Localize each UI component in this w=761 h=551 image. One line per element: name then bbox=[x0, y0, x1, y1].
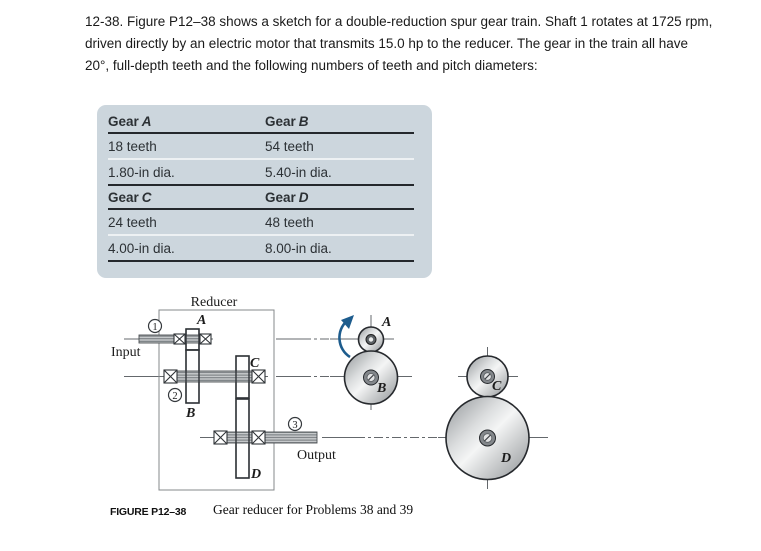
gear-c-front-label: C bbox=[492, 379, 502, 394]
table-cell: 54 teeth bbox=[265, 138, 314, 154]
problem-line-2: driven directly by an electric motor tha… bbox=[85, 36, 689, 51]
gear-c-outline bbox=[235, 355, 250, 399]
gear-d-side-label: D bbox=[250, 467, 261, 482]
output-shaft-bar bbox=[214, 431, 318, 444]
gear-letter: D bbox=[298, 189, 309, 205]
header-text: Gear bbox=[108, 113, 139, 129]
table-row: 1.80-in dia. 5.40-in dia. bbox=[108, 160, 414, 186]
problem-line-1: 12-38. Figure P12–38 shows a sketch for … bbox=[85, 14, 713, 29]
reducer-label: Reducer bbox=[191, 295, 238, 310]
table-row: 18 teeth 54 teeth bbox=[108, 134, 414, 160]
header-text: Gear bbox=[265, 113, 296, 129]
gear-a-hub-center bbox=[368, 337, 374, 342]
gear-letter: C bbox=[141, 189, 152, 205]
gear-c-keyway bbox=[484, 373, 491, 380]
table-cell: 1.80-in dia. bbox=[108, 164, 175, 180]
gear-b-front-label: B bbox=[376, 381, 386, 396]
gear-letter: B bbox=[298, 113, 309, 129]
bearings bbox=[163, 333, 266, 445]
gear-a-front-label: A bbox=[381, 315, 391, 330]
shaft1-badge-circle bbox=[147, 318, 163, 334]
gear-d-keyway bbox=[484, 434, 491, 442]
shaft2-number: 2 bbox=[172, 391, 177, 402]
figure-caption-tag: FIGURE P12–38 bbox=[110, 506, 187, 518]
header-text: Gear bbox=[265, 189, 296, 205]
table-cell: 18 teeth bbox=[108, 138, 157, 154]
table-cell: 4.00-in dia. bbox=[108, 240, 175, 256]
problem-line-3: 20°, full-depth teeth and the following … bbox=[85, 58, 538, 73]
reducer-housing-box bbox=[158, 309, 275, 491]
rotation-arrowhead-icon bbox=[341, 315, 354, 329]
table-cell: 5.40-in dia. bbox=[265, 164, 332, 180]
table-cell: 24 teeth bbox=[108, 214, 157, 230]
gear-side-view-outlines bbox=[185, 328, 250, 479]
gear-letter: A bbox=[141, 113, 152, 129]
gear-b-keyway bbox=[368, 374, 374, 381]
shaft2-badge-circle bbox=[167, 387, 183, 403]
intermediate-shaft-bar bbox=[164, 370, 266, 383]
table-row: 24 teeth 48 teeth bbox=[108, 210, 414, 236]
shaft1-number: 1 bbox=[152, 322, 157, 333]
table-cell: 8.00-in dia. bbox=[265, 240, 332, 256]
bearing-x-icon bbox=[251, 430, 266, 445]
bearing-x-icon bbox=[251, 369, 266, 384]
header-text: Gear bbox=[108, 189, 139, 205]
gear-b-side-label: B bbox=[185, 406, 195, 421]
shaft3-badge-circle bbox=[287, 416, 303, 432]
gear-b-outline bbox=[185, 349, 200, 404]
shaft3-number: 3 bbox=[292, 420, 297, 431]
gear-a-side-label: A bbox=[196, 313, 206, 328]
gear-d-outline bbox=[235, 398, 250, 479]
gear-d-front-label: D bbox=[500, 451, 511, 466]
problem-statement: 12-38. Figure P12–38 shows a sketch for … bbox=[85, 11, 712, 77]
input-label: Input bbox=[111, 345, 141, 360]
bearing-x-icon bbox=[199, 333, 212, 345]
gear-front-views bbox=[343, 326, 530, 481]
bearing-x-icon bbox=[213, 430, 228, 445]
shaft-number-badges: 1 2 3 bbox=[147, 318, 303, 432]
output-label: Output bbox=[297, 448, 336, 463]
table-row: 4.00-in dia. 8.00-in dia. bbox=[108, 236, 414, 262]
gear-c-side-label: C bbox=[250, 356, 260, 371]
bearing-x-icon bbox=[163, 369, 178, 384]
bearing-x-icon bbox=[173, 333, 186, 345]
figure-caption-text: Gear reducer for Problems 38 and 39 bbox=[213, 502, 414, 517]
table-cell: 48 teeth bbox=[265, 214, 314, 230]
